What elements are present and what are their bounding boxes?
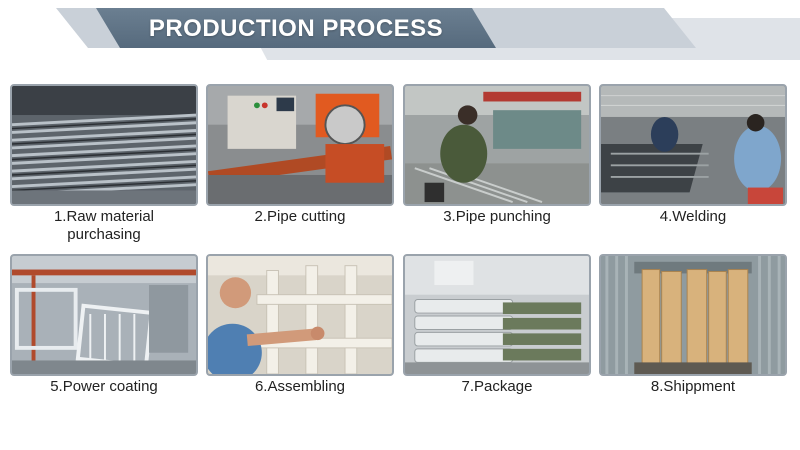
- packaged-bundles-photo: [403, 254, 591, 376]
- step-label: 3.Pipe punching: [443, 208, 551, 225]
- page-title: PRODUCTION PROCESS: [148, 15, 444, 42]
- step-label: 8.Shippment: [650, 378, 736, 395]
- step-label: 4.Welding: [659, 208, 727, 225]
- step-caption: 7.Package: [403, 378, 591, 396]
- step-caption: 3.Pipe punching: [403, 208, 591, 226]
- step-caption: 1.Raw material purchasing: [10, 208, 198, 244]
- step-label: 2.Pipe cutting: [254, 208, 346, 225]
- step-caption: 6.Assembling: [206, 378, 394, 396]
- step-caption: 4.Welding: [599, 208, 787, 226]
- cutting-machine-photo: [206, 84, 394, 206]
- assembling-worker-photo: [206, 254, 394, 376]
- step-label: 6.Assembling: [254, 378, 346, 395]
- header-banner: PRODUCTION PROCESS: [0, 0, 800, 62]
- container-shipment-photo: [599, 254, 787, 376]
- punching-worker-photo: [403, 84, 591, 206]
- powder-coating-line-photo: [10, 254, 198, 376]
- step-label: 7.Package: [461, 378, 533, 395]
- step-caption: 5.Power coating: [10, 378, 198, 396]
- steel-pipes-photo: [10, 84, 198, 206]
- welding-workers-photo: [599, 84, 787, 206]
- step-label: 1.Raw material: [53, 208, 155, 225]
- step-caption: 2.Pipe cutting: [206, 208, 394, 226]
- step-label-line2: purchasing: [67, 226, 141, 243]
- step-label: 5.Power coating: [50, 378, 158, 395]
- step-caption: 8.Shippment: [599, 378, 787, 396]
- banner-dark-band: [96, 8, 496, 48]
